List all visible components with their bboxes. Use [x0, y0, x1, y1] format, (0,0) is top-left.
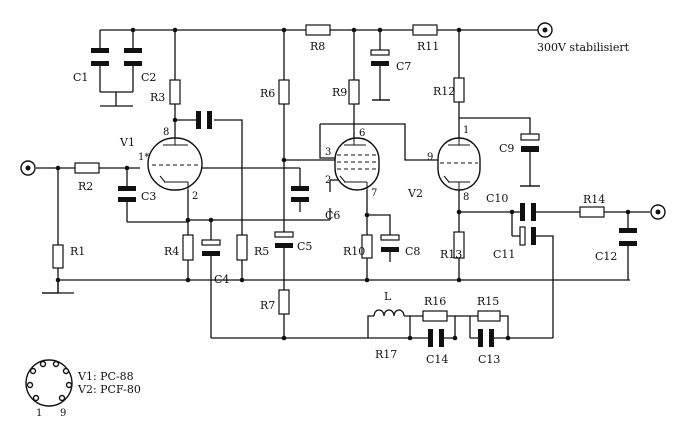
label-r13: R13 — [440, 248, 462, 261]
label-c2: C2 — [141, 71, 156, 84]
capacitor-c11 — [519, 226, 536, 246]
label-c1: C1 — [73, 71, 88, 84]
label-c14: C14 — [426, 353, 448, 366]
pin-v2a-anode: 6 — [359, 128, 365, 139]
resistor-r13 — [453, 231, 465, 259]
label-c8: C8 — [405, 245, 420, 258]
legend-v2: V2: PCF-80 — [77, 383, 141, 396]
capacitor-c2 — [124, 48, 142, 66]
resistor-r8 — [305, 24, 331, 36]
tube-socket-pinout — [25, 359, 73, 407]
pin-v2b-cathode: 8 — [463, 192, 469, 203]
tube-v2-triode — [437, 137, 481, 191]
resistor-r16 — [422, 310, 448, 322]
label-r11: R11 — [417, 40, 439, 53]
label-r17: R17 — [375, 348, 397, 361]
resistor-r15 — [477, 310, 501, 322]
label-l: L — [384, 290, 392, 303]
input-terminal — [20, 160, 36, 176]
label-r1: R1 — [70, 245, 85, 258]
label-c5: C5 — [297, 240, 312, 253]
capacitor-c14 — [428, 329, 444, 347]
label-c7: C7 — [396, 60, 411, 73]
resistor-r11 — [412, 24, 438, 36]
resistor-r3 — [169, 79, 181, 105]
label-v1: V1 — [119, 136, 135, 149]
resistor-r14 — [579, 206, 605, 218]
label-r16: R16 — [424, 295, 446, 308]
capacitor-c4 — [201, 239, 221, 256]
capacitor-c13 — [478, 329, 494, 347]
resistor-r5 — [236, 234, 248, 261]
tube-v2-pentode — [334, 137, 380, 191]
capacitor-c10 — [520, 203, 536, 221]
resistor-r6 — [278, 79, 290, 105]
junction-dots — [55, 27, 631, 341]
pin-v2a-cathode: 7 — [371, 188, 377, 199]
inductor-l — [373, 309, 405, 317]
legend-v1: V1: PC-88 — [77, 370, 134, 383]
capacitor-c7 — [370, 49, 390, 66]
capacitor-c3 — [118, 186, 136, 202]
label-r2: R2 — [78, 180, 93, 193]
resistor-r1 — [52, 244, 64, 269]
supply-label: 300V stabilisiert — [537, 41, 630, 54]
capacitor-c1 — [91, 48, 109, 66]
output-terminal — [650, 204, 666, 220]
pin-v2b-grid: 9 — [427, 152, 433, 163]
label-c12: C12 — [595, 250, 617, 263]
capacitor-c5 — [274, 231, 294, 248]
label-r3: R3 — [150, 91, 165, 104]
label-r4: R4 — [164, 245, 179, 258]
resistor-r4 — [182, 234, 194, 261]
label-c9: C9 — [499, 142, 514, 155]
capacitor-v1-anode — [196, 111, 212, 129]
socket-pin-first: 1 — [36, 408, 42, 419]
tube-v1 — [147, 137, 203, 191]
label-r5: R5 — [254, 245, 269, 258]
label-r15: R15 — [477, 295, 499, 308]
pin-v2b-anode: 1 — [463, 125, 469, 136]
socket-pin-last: 9 — [60, 408, 66, 419]
label-v2: V2 — [407, 187, 423, 200]
wiring — [36, 29, 650, 339]
capacitor-c8 — [380, 234, 400, 252]
resistor-r12 — [453, 77, 465, 103]
resistor-r2 — [74, 162, 100, 174]
label-r10: R10 — [343, 245, 365, 258]
label-r14: R14 — [583, 193, 605, 206]
label-c13: C13 — [478, 353, 500, 366]
label-r12: R12 — [433, 85, 455, 98]
label-r6: R6 — [260, 87, 275, 100]
label-c4: C4 — [214, 273, 229, 286]
label-r7: R7 — [260, 299, 275, 312]
pin-v1-grid: 1* — [138, 152, 149, 163]
capacitor-c12 — [619, 228, 637, 246]
label-r9: R9 — [332, 86, 347, 99]
pin-v2a-grid2: 3 — [325, 147, 331, 158]
pin-v1-anode: 8 — [163, 127, 169, 138]
ground-symbols — [42, 99, 540, 294]
supply-terminal — [537, 22, 553, 38]
label-c11: C11 — [493, 248, 515, 261]
capacitor-c6 — [291, 186, 309, 202]
resistor-r9 — [348, 79, 360, 105]
label-c6: C6 — [325, 209, 340, 222]
capacitor-c9 — [520, 133, 540, 152]
resistor-r7 — [278, 289, 290, 315]
label-c10: C10 — [486, 192, 508, 205]
pin-v1-cathode: 2 — [192, 191, 198, 202]
resistor-r10 — [361, 234, 373, 259]
label-r8: R8 — [310, 40, 325, 53]
pin-v2a-grid1: 2 — [325, 175, 331, 186]
label-c3: C3 — [141, 190, 156, 203]
